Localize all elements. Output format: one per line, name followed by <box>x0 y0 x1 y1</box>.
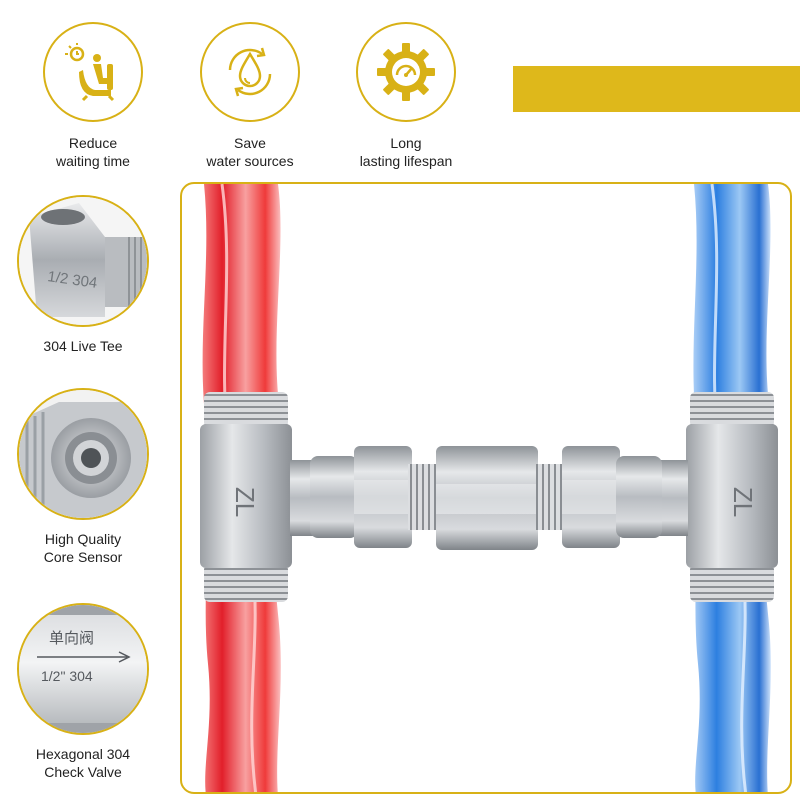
detail-check-valve: 单向阀 1/2" 304 Hexagonal 304 Check Valve <box>0 603 166 781</box>
live-tee-photo: 1/2 304 <box>17 195 149 327</box>
feature-label-line2: water sources <box>206 153 294 169</box>
person-in-chair-icon <box>65 43 115 102</box>
feature-icon-circle <box>43 22 143 122</box>
feature-label-line1: Long <box>390 135 422 151</box>
feature-label-line1: Save <box>234 135 266 151</box>
check-valve-assembly <box>310 446 662 550</box>
feature-label-line2: lasting lifespan <box>359 153 453 169</box>
detail-label-line2: Core Sensor <box>43 549 123 565</box>
detail-label-line2: Check Valve <box>44 764 122 780</box>
detail-label-line1: High Quality <box>44 531 122 547</box>
left-tee-fitting: ZL <box>200 392 320 602</box>
feature-label-line1: Reduce <box>68 135 118 151</box>
feature-icon-circle <box>356 22 456 122</box>
tee-engraving: 1/2 304 <box>46 268 98 292</box>
core-sensor-photo <box>17 388 149 520</box>
feature-icon-circle <box>200 22 300 122</box>
detail-label-line1: 304 Live Tee <box>43 338 123 354</box>
accent-bar <box>513 66 800 112</box>
valve-engraving-bottom: 1/2" 304 <box>41 668 93 684</box>
water-drop-cycle-icon <box>228 47 272 97</box>
detail-live-tee: 1/2 304 304 Live Tee <box>0 195 166 355</box>
feature-label-line2: waiting time <box>56 153 130 169</box>
check-valve-photo: 单向阀 1/2" 304 <box>17 603 149 735</box>
valve-engraving-top: 单向阀 <box>49 629 94 647</box>
detail-label-line1: Hexagonal 304 <box>35 746 131 762</box>
product-panel: ZL ZL <box>180 182 792 794</box>
feature-reduce-waiting-time: Reduce waiting time <box>23 22 163 170</box>
gear-gauge-icon <box>377 43 435 101</box>
detail-core-sensor: High Quality Core Sensor <box>0 388 166 566</box>
right-tee-fitting: ZL <box>656 392 778 602</box>
right-tee-marking: ZL <box>728 487 758 517</box>
left-tee-marking: ZL <box>230 487 260 517</box>
feature-long-lifespan: Long lasting lifespan <box>336 22 476 170</box>
feature-save-water: Save water sources <box>180 22 320 170</box>
product-illustration: ZL ZL <box>200 184 778 792</box>
